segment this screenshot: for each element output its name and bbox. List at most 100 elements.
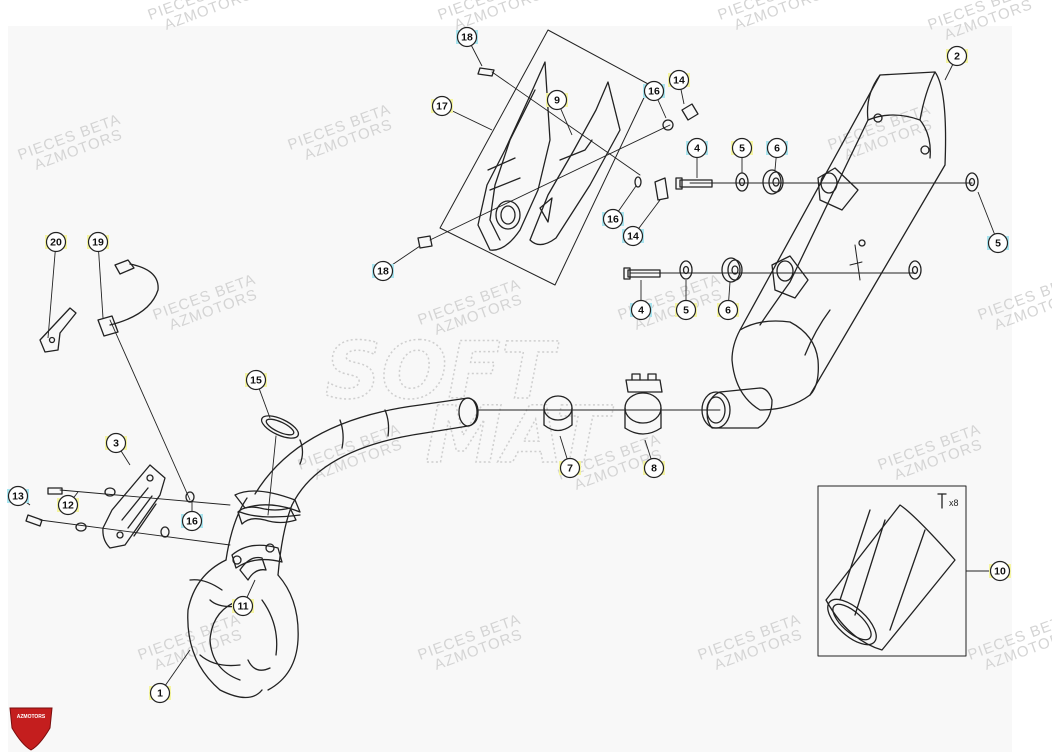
callout-circle <box>431 95 453 117</box>
callout-circle <box>7 485 29 507</box>
callout-circle <box>668 69 690 91</box>
callout-circle <box>372 260 394 282</box>
callout-number: 7 <box>567 463 573 475</box>
callout-7: 7 <box>559 457 581 479</box>
callout-number: 12 <box>62 500 74 512</box>
callout-circle <box>675 299 697 321</box>
callout-number: 5 <box>995 238 1001 250</box>
spring-part-11 <box>237 506 297 581</box>
bracket-part-20 <box>39 307 77 353</box>
callout-number: 20 <box>50 237 62 249</box>
watermark-mat: MAT <box>425 391 615 481</box>
grommet-part-6-lower <box>721 257 743 283</box>
watermark-soft: SOFT <box>325 327 560 417</box>
callout-16: 16 <box>602 208 624 230</box>
callout-circle <box>622 225 644 247</box>
washer-part-16 <box>634 119 674 188</box>
callout-18: 18 <box>372 260 394 282</box>
callout-1: 1 <box>149 682 171 704</box>
callout-number: 14 <box>627 231 639 243</box>
callout-2: 2 <box>946 45 968 67</box>
callout-number: 3 <box>113 438 119 450</box>
grommet-part-6-upper <box>762 169 784 195</box>
callout-number: 13 <box>12 491 24 503</box>
bolt-part-13 <box>25 487 63 527</box>
bolt-part-4-upper <box>675 177 713 190</box>
callout-number: 4 <box>638 305 644 317</box>
callout-10: 10 <box>989 560 1011 582</box>
callout-number: 16 <box>607 214 619 226</box>
callout-number: 9 <box>554 95 560 107</box>
azmotors-logo: AZMOTORS <box>9 707 53 751</box>
callout-number: 2 <box>954 51 960 63</box>
callout-circle <box>149 682 171 704</box>
callout-17: 17 <box>431 95 453 117</box>
callout-15: 15 <box>245 369 267 391</box>
callout-4: 4 <box>686 137 708 159</box>
callout-circle <box>57 494 79 516</box>
callout-number: 15 <box>250 375 262 387</box>
callout-16: 16 <box>643 80 665 102</box>
callout-circle <box>602 208 624 230</box>
callout-number: 16 <box>186 516 198 528</box>
nut-part-14 <box>654 103 699 201</box>
callout-5: 5 <box>731 137 753 159</box>
inner-guard-part-9 <box>529 81 621 246</box>
callout-6: 6 <box>717 299 739 321</box>
callout-9: 9 <box>546 89 568 111</box>
callout-circle <box>181 510 203 532</box>
callout-circle <box>45 231 67 253</box>
callout-number: 19 <box>92 237 104 249</box>
callout-8: 8 <box>643 457 665 479</box>
screw-part-18 <box>417 67 495 249</box>
callout-circle <box>643 457 665 479</box>
guide-lines <box>39 71 973 546</box>
callout-circle <box>559 457 581 479</box>
callout-circle <box>546 89 568 111</box>
callout-3: 3 <box>105 432 127 454</box>
washer-part-5-b <box>965 172 979 192</box>
callout-18: 18 <box>456 26 478 48</box>
callout-circle <box>946 45 968 67</box>
sleeve-part-7 <box>543 395 573 432</box>
washer-part-12 <box>75 487 195 538</box>
callout-leader-20 <box>47 241 57 339</box>
callout-number: 14 <box>673 75 685 87</box>
callout-circle <box>245 369 267 391</box>
washer-part-5-d <box>908 260 922 280</box>
callout-number: 8 <box>651 463 657 475</box>
callout-5: 5 <box>987 232 1009 254</box>
heat-shield-part-3 <box>102 464 166 549</box>
callout-number: 1 <box>157 688 163 700</box>
guard-group-frame <box>439 29 651 286</box>
callout-circle <box>456 26 478 48</box>
callout-circle <box>643 80 665 102</box>
callout-number: 16 <box>648 86 660 98</box>
callout-13: 13 <box>7 485 29 507</box>
kit-quantity-note: x8 <box>949 498 959 508</box>
callout-number: 5 <box>683 305 689 317</box>
callout-number: 4 <box>694 143 700 155</box>
callout-16: 16 <box>181 510 203 532</box>
diagram-panel <box>8 26 1012 752</box>
callout-14: 14 <box>668 69 690 91</box>
callout-number: 6 <box>774 143 780 155</box>
callout-number: 11 <box>237 601 248 613</box>
gasket-part-15 <box>260 415 300 439</box>
callout-20: 20 <box>45 231 67 253</box>
callout-circle <box>989 560 1011 582</box>
callout-5: 5 <box>675 299 697 321</box>
callout-circle <box>105 432 127 454</box>
callout-circle <box>717 299 739 321</box>
clamp-part-8 <box>624 373 663 435</box>
callout-14: 14 <box>622 225 644 247</box>
callout-number: 10 <box>994 566 1006 578</box>
callout-number: 5 <box>739 143 745 155</box>
callout-circle <box>987 232 1009 254</box>
callout-number: 17 <box>436 101 448 113</box>
callout-circle <box>686 137 708 159</box>
callout-leader-19 <box>97 241 104 319</box>
callout-circle <box>232 595 254 617</box>
